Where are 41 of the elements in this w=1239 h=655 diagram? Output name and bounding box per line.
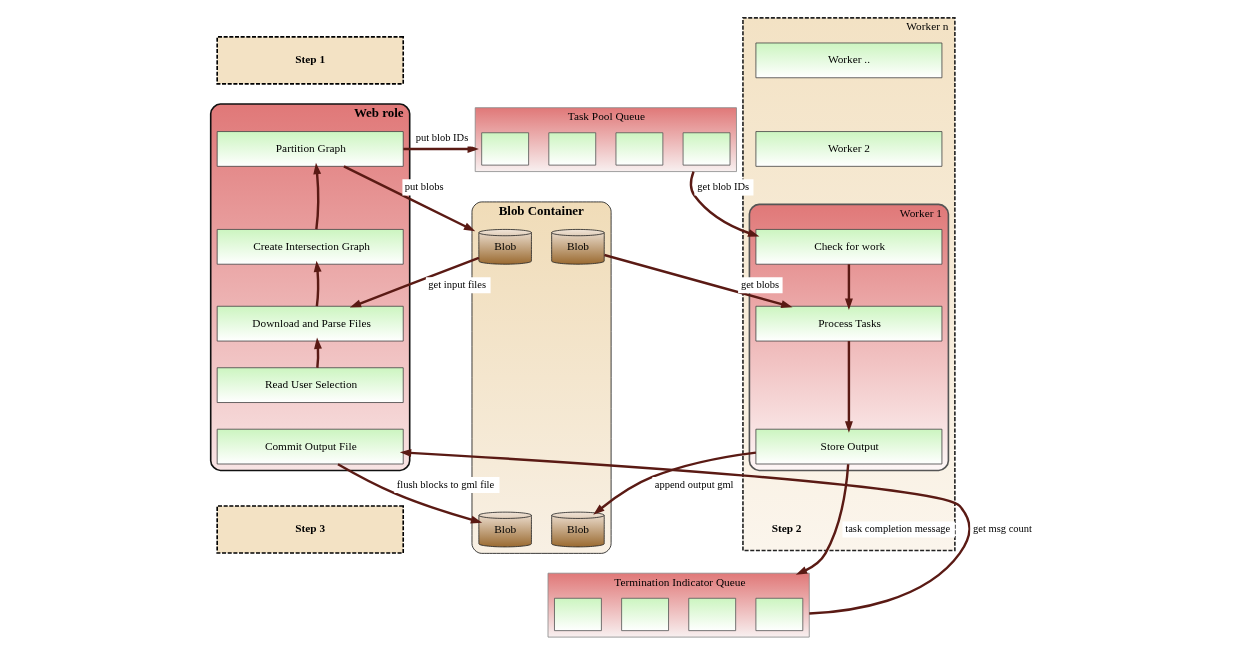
node-box: Download and Parse Files	[216, 305, 404, 342]
arrow	[402, 144, 479, 153]
node-box	[687, 597, 736, 632]
node-box: Partition Graph	[216, 131, 404, 167]
node-box	[682, 132, 730, 166]
node-box	[755, 597, 803, 632]
node-box	[620, 597, 669, 632]
arrow	[844, 264, 853, 310]
arrow	[844, 341, 853, 433]
arrow	[399, 448, 971, 615]
node-box: Worker 2	[755, 131, 942, 167]
node-box: Store Output	[755, 428, 942, 465]
node-box: Step 1	[215, 36, 404, 85]
node-box	[615, 132, 663, 166]
arrow	[689, 171, 759, 237]
edge-label: get msg count	[972, 523, 1032, 535]
node-box: Check for work	[755, 229, 942, 265]
arrow	[592, 451, 756, 515]
node-box: Commit Output File	[216, 428, 404, 465]
node-box: Worker ..	[755, 42, 942, 79]
node-box	[547, 132, 596, 166]
cluster: Termination Indicator Queue	[547, 572, 810, 638]
arrow	[795, 464, 849, 575]
node-box: Read User Selection	[216, 367, 404, 403]
edge-label: append output gml	[654, 478, 734, 490]
arrow	[312, 162, 321, 230]
cluster: Task Pool Queue	[474, 107, 737, 172]
node-box: Create Intersection Graph	[216, 229, 404, 265]
node-box	[480, 132, 529, 166]
arrow	[313, 260, 322, 307]
edge-label: task completion message	[844, 523, 950, 535]
arrow	[313, 337, 322, 368]
arrow	[603, 253, 793, 308]
arrow	[349, 256, 479, 308]
arrow	[336, 463, 482, 524]
arrow	[342, 165, 475, 232]
node-label: Step 2	[771, 521, 802, 534]
node-box: Step 3	[215, 505, 404, 554]
edge-label: put blob IDs	[415, 132, 468, 144]
node-box: Process Tasks	[755, 305, 942, 342]
node-box	[553, 597, 602, 632]
